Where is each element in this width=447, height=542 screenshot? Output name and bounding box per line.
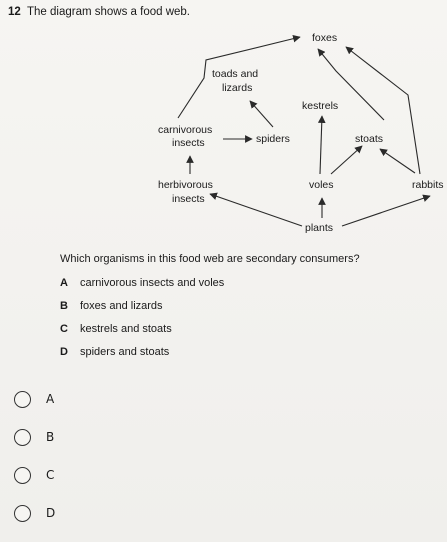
question-stem: The diagram shows a food web. bbox=[27, 6, 191, 18]
arrow-voles-to-stoats bbox=[330, 145, 363, 175]
arrow-spiders-to-toads-and-lizards bbox=[249, 100, 274, 128]
arrow-carnivorous-insects-to-foxes bbox=[177, 34, 301, 119]
answer-choice-a[interactable]: A bbox=[14, 391, 134, 411]
option-a-text: carnivorous insects and voles bbox=[80, 277, 225, 289]
answer-choice-d[interactable]: D bbox=[14, 505, 134, 525]
answer-choice-c[interactable]: C bbox=[14, 467, 134, 487]
question-number: 12 bbox=[8, 6, 21, 18]
node-carnivorous-insects-line1: carnivorous bbox=[158, 124, 212, 136]
arrow-plants-to-rabbits bbox=[341, 194, 431, 227]
node-toads-and-lizards-line1: toads and bbox=[212, 68, 258, 80]
arrow-voles-to-kestrels bbox=[317, 115, 326, 175]
arrow-rabbits-to-foxes bbox=[345, 46, 421, 175]
answer-choice-b[interactable]: B bbox=[14, 429, 134, 449]
answer-label-b: B bbox=[46, 430, 55, 444]
radio-button-d[interactable] bbox=[14, 505, 31, 522]
option-d-letter: D bbox=[60, 346, 68, 358]
node-toads-and-lizards-line2: lizards bbox=[222, 82, 252, 94]
option-b-letter: B bbox=[60, 300, 68, 312]
option-a-letter: A bbox=[60, 277, 68, 289]
answer-label-c: C bbox=[46, 468, 55, 482]
radio-button-a[interactable] bbox=[14, 391, 31, 408]
node-spiders: spiders bbox=[256, 133, 290, 145]
answer-label-a: A bbox=[46, 392, 55, 406]
option-c-letter: C bbox=[60, 323, 68, 335]
option-b-text: foxes and lizards bbox=[80, 300, 163, 312]
node-herbivorous-insects-line1: herbivorous bbox=[158, 179, 213, 191]
option-c-text: kestrels and stoats bbox=[80, 323, 172, 335]
node-plants: plants bbox=[305, 222, 333, 234]
arrow-kestrels-to-foxes bbox=[317, 48, 385, 121]
radio-button-c[interactable] bbox=[14, 467, 31, 484]
node-stoats: stoats bbox=[355, 133, 383, 145]
node-carnivorous-insects-line2: insects bbox=[172, 137, 205, 149]
node-rabbits: rabbits bbox=[412, 179, 444, 191]
question-prompt: Which organisms in this food web are sec… bbox=[60, 253, 360, 265]
node-kestrels: kestrels bbox=[302, 100, 338, 112]
arrow-plants-to-herbivorous-insects bbox=[209, 192, 303, 227]
node-voles: voles bbox=[309, 179, 334, 191]
food-web-diagram: foxes toads and lizards kestrels carnivo… bbox=[158, 32, 444, 234]
arrow-rabbits-to-stoats bbox=[379, 148, 416, 174]
radio-button-b[interactable] bbox=[14, 429, 31, 446]
node-herbivorous-insects-line2: insects bbox=[172, 193, 205, 205]
node-foxes: foxes bbox=[312, 32, 337, 44]
answer-label-d: D bbox=[46, 506, 56, 520]
option-d-text: spiders and stoats bbox=[80, 346, 170, 358]
